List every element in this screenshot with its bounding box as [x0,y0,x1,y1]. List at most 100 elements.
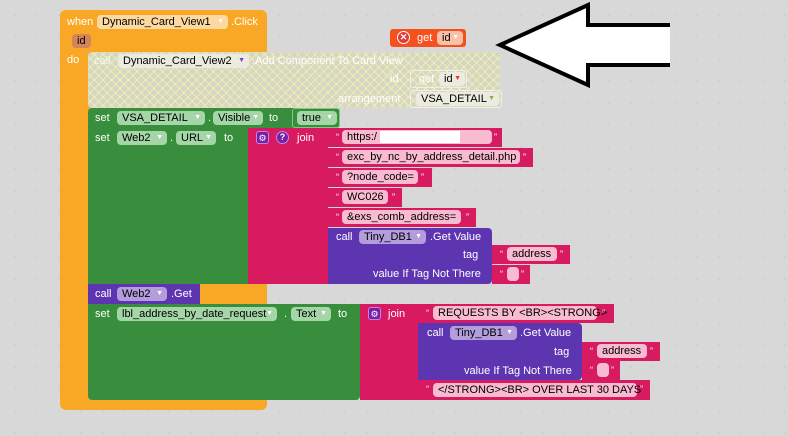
component-name: Web2 [122,132,151,144]
dropdown-arrow-icon: ▼ [415,233,422,240]
vsa-detail-dropdown[interactable]: VSA_DETAIL▼ [117,111,205,125]
variable-name: id [442,32,451,44]
tag-string-value[interactable]: address [597,344,647,358]
arrangement-dropdown[interactable]: VSA_DETAIL▼ [416,92,499,106]
dropdown-arrow-icon: ▼ [194,114,201,121]
join-keyword: join [388,308,406,320]
id-dropdown[interactable]: id▼ [439,72,465,86]
string-value[interactable]: </STRONG><BR> OVER LAST 30 DAYS [433,383,641,397]
tinydb-dropdown[interactable]: Tiny_DB1▼ [359,230,426,244]
open-quote: “ [426,384,429,394]
property-name: Text [296,308,317,320]
close-quote: ” [494,132,497,142]
close-quote: ” [392,192,395,202]
component-name: Web2 [122,288,151,300]
join-block-text[interactable] [360,304,418,400]
arrangement-name: VSA_DETAIL [421,93,487,105]
tinydb-dropdown[interactable]: Tiny_DB1▼ [450,326,517,340]
string-text: exc_by_nc_by_address_detail.php [347,151,517,163]
dropdown-arrow-icon: ▼ [156,134,163,141]
property-name: URL [181,132,204,144]
string-value[interactable]: ?node_code= [342,170,418,184]
help-icon[interactable]: ? [276,131,289,144]
dropdown-arrow-icon: ▼ [266,310,273,317]
close-quote: ” [560,249,563,259]
open-quote: “ [500,269,503,279]
open-quote: “ [336,212,339,222]
component-name: Tiny_DB1 [455,327,503,339]
variable-dropdown[interactable]: id▼ [437,31,463,45]
call-keyword: call [427,327,444,339]
string-text: REQUESTS BY <BR><STRONG> [438,307,608,319]
gear-icon[interactable]: ⚙ [368,307,381,320]
open-quote: “ [426,308,429,318]
string-text: </STRONG><BR> OVER LAST 30 DAYS [438,384,642,396]
lbl-dropdown[interactable]: lbl_address_by_date_request▼ [117,307,277,321]
bool-value: true [302,112,321,124]
set-url-block[interactable] [88,128,248,284]
default-string-value[interactable] [507,267,519,281]
to-keyword: to [224,132,234,144]
close-quote: ” [650,346,653,356]
dropdown-arrow-icon: ▼ [238,57,245,64]
string-text: &exs_comb_address= [347,211,457,223]
string-text: address [512,248,552,260]
open-quote: “ [336,172,339,182]
tag-label: tag [554,346,570,358]
string-text: ?node_code= [347,171,414,183]
visible-property-dropdown[interactable]: Visible▼ [213,111,263,125]
close-quote: ” [640,384,643,394]
join-block-url[interactable] [248,128,328,284]
web2-get-dropdown[interactable]: Web2▼ [117,287,167,301]
open-quote: “ [500,249,503,259]
call-keyword: call [336,231,353,243]
dropdown-arrow-icon: ▼ [326,114,333,121]
string-value[interactable]: &exs_comb_address= [342,210,461,224]
event-name: .Click [231,16,258,28]
default-label: value If Tag Not There [464,365,572,377]
arg-arrangement-label: arrangement [338,93,401,105]
web2-dropdown[interactable]: Web2 ▼ [117,131,167,145]
close-quote: ” [466,212,469,222]
dropdown-arrow-icon: ▼ [506,329,513,336]
true-dropdown[interactable]: true ▼ [297,111,337,125]
close-quote: ” [421,172,424,182]
string-value[interactable]: REQUESTS BY <BR><STRONG> [433,306,607,320]
set-keyword: set [95,112,110,124]
default-label: value If Tag Not There [373,268,481,280]
component-name: Tiny_DB1 [364,231,412,243]
close-quote: ” [523,152,526,162]
string-value[interactable]: WC026 [342,190,388,204]
dropdown-arrow-icon: ▼ [452,34,459,41]
variable-name: id [444,73,453,85]
tag-string-value[interactable]: address [507,247,557,261]
string-text: WC026 [347,191,384,203]
set-keyword: set [95,132,110,144]
text-property-dropdown[interactable]: Text▼ [291,307,331,321]
open-quote: “ [336,152,339,162]
set-keyword: set [95,308,110,320]
arg-id-label: id [390,73,399,85]
component-dropdown[interactable]: Dynamic_Card_View1 ▼ [97,15,228,29]
dropdown-arrow-icon: ▼ [205,134,212,141]
string-text: address [602,345,642,357]
gear-icon[interactable]: ⚙ [256,131,269,144]
dropdown-arrow-icon: ▼ [454,75,461,82]
call-keyword: call [95,288,112,300]
dropdown-arrow-icon: ▼ [217,18,224,25]
card-view-dropdown[interactable]: Dynamic_Card_View2▼ [118,54,249,68]
dot: . [208,112,212,124]
string-value[interactable]: exc_by_nc_by_address_detail.php [342,150,520,164]
param-label: id [77,35,86,47]
component-name: lbl_address_by_date_request [122,308,267,320]
error-x-icon[interactable]: ✕ [397,31,410,44]
dropdown-arrow-icon: ▼ [320,310,327,317]
dropdown-arrow-icon: ▼ [488,95,495,102]
to-keyword: to [269,112,279,124]
method-name: .Get Value [430,231,482,243]
default-string-value[interactable] [597,363,609,377]
component-name: Dynamic_Card_View1 [102,16,211,28]
url-property-dropdown[interactable]: URL▼ [176,131,216,145]
param-id[interactable]: id [72,34,91,48]
close-quote: ” [521,269,524,279]
